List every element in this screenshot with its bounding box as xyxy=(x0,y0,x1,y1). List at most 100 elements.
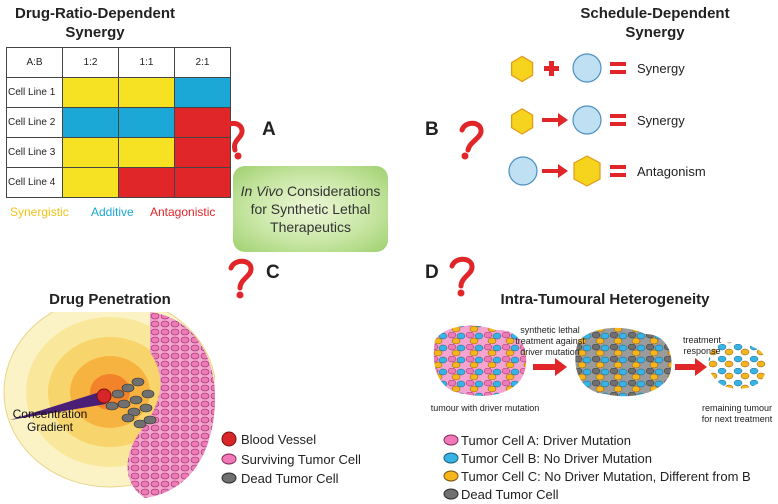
arrow1-label: synthetic lethal treatment against drive… xyxy=(505,325,595,358)
tumour-with-driver xyxy=(433,325,527,396)
center-considerations-box: In Vivo Considerations for Synthetic Let… xyxy=(233,166,388,252)
ratio-cell xyxy=(62,137,119,168)
table-corner: A:B xyxy=(6,47,63,78)
caption2-line2: for next treatment xyxy=(701,414,773,424)
arrow2-line1: treatment xyxy=(682,335,722,345)
ratio-cell xyxy=(174,167,231,198)
panel-c-title: Drug Penetration xyxy=(49,291,171,308)
schedule-diagram xyxy=(508,53,626,187)
hexagon-icon xyxy=(510,55,534,83)
arrow2-line2: response xyxy=(683,346,721,356)
panel-a-title: Drug-Ratio-Dependent Synergy xyxy=(5,4,185,42)
ratio-cell xyxy=(62,167,119,198)
arrow-icon xyxy=(542,113,568,127)
center-line2: for Synthetic Lethal xyxy=(250,201,371,217)
panel-a-title-line1: Drug-Ratio-Dependent xyxy=(15,5,175,22)
plus-icon-vertical xyxy=(549,61,554,76)
hexagon-icon xyxy=(573,155,601,187)
question-dot-a xyxy=(234,152,242,160)
heterogeneity-diagram xyxy=(433,325,767,397)
legend-surviving-cell: Surviving Tumor Cell xyxy=(241,452,361,467)
hexagon-icon xyxy=(510,108,534,135)
equals-icon xyxy=(610,114,626,118)
question-icon-a xyxy=(220,121,245,153)
gradient-line1: Concentration xyxy=(12,407,88,421)
gradient-line2: Gradient xyxy=(26,420,74,434)
question-icon-b xyxy=(459,120,484,153)
center-line1-rest: Considerations xyxy=(283,183,381,199)
panel-d-letter: D xyxy=(425,262,439,283)
table-row: Cell Line 2 xyxy=(6,107,231,138)
concentration-gradient-wedge xyxy=(10,392,106,420)
panel-c-letter: C xyxy=(266,262,280,283)
caption2-line1: remaining tumour xyxy=(701,403,773,413)
legend-additive: Additive xyxy=(91,205,134,219)
legend-synergistic: Synergistic xyxy=(10,205,69,219)
ratio-cell xyxy=(62,77,119,108)
panel-b-title-line1: Schedule-Dependent xyxy=(580,5,730,22)
schedule-result-3: Antagonism xyxy=(637,164,706,179)
circle-icon xyxy=(572,53,602,83)
panel-a-letter: A xyxy=(262,119,276,140)
surviving-cell-legend-icon xyxy=(221,453,237,465)
row-label: Cell Line 2 xyxy=(6,107,63,138)
question-icon-c xyxy=(228,258,254,291)
equals-icon xyxy=(610,62,626,66)
dead-tumor-cell-legend-icon xyxy=(443,488,459,500)
drug-penetration-diagram xyxy=(3,312,215,498)
ratio-cell xyxy=(118,77,175,108)
blood-vessel-legend-icon xyxy=(221,431,237,447)
legend-tumor-cell-a: Tumor Cell A: Driver Mutation xyxy=(461,433,632,448)
dead-cell-cluster xyxy=(105,377,157,429)
question-dot-c xyxy=(236,291,244,299)
table-row: Cell Line 4 xyxy=(6,167,231,198)
treated-tumour xyxy=(575,327,672,397)
panel-b-title-line2: Synergy xyxy=(625,24,685,41)
panel-d-title: Intra-Tumoural Heterogeneity xyxy=(500,291,710,308)
row-label: Cell Line 4 xyxy=(6,167,63,198)
remaining-tumour xyxy=(708,342,767,389)
panel-a-title-line2: Synergy xyxy=(65,24,125,41)
legend-blood-vessel: Blood Vessel xyxy=(241,432,317,447)
question-dot-d xyxy=(457,289,465,297)
ratio-cell xyxy=(118,137,175,168)
equals-icon xyxy=(610,165,626,169)
row-label: Cell Line 3 xyxy=(6,137,63,168)
arrow1-line2: treatment against xyxy=(515,336,585,346)
ratio-table: A:B 1:2 1:1 2:1 Cell Line 1 Cell Line 2 … xyxy=(6,47,231,198)
ratio-cell xyxy=(118,107,175,138)
schedule-result-2: Synergy xyxy=(637,113,685,128)
equals-icon-lower xyxy=(610,173,626,177)
arrow1-line1: synthetic lethal xyxy=(520,325,580,335)
question-icon-d xyxy=(449,256,475,289)
panel-b-title: Schedule-Dependent Synergy xyxy=(565,4,745,42)
tumor-cell-a-legend-icon xyxy=(443,434,459,446)
panel-b-letter: B xyxy=(425,119,439,140)
surviving-tumor-region xyxy=(127,312,215,498)
arrow1-line3: driver mutation xyxy=(520,347,580,357)
dead-cell-legend-icon xyxy=(221,472,237,484)
equals-icon-lower xyxy=(610,122,626,126)
ratio-cell xyxy=(62,107,119,138)
arrow-icon xyxy=(542,164,568,178)
question-dot-b xyxy=(461,152,469,160)
center-line3: Therapeutics xyxy=(270,219,351,235)
legend-antagonistic: Antagonistic xyxy=(150,205,216,219)
schedule-result-1: Synergy xyxy=(637,61,685,76)
column-header: 1:1 xyxy=(118,47,175,78)
legend-dead-cell: Dead Tumor Cell xyxy=(241,471,339,486)
caption-remaining-tumour: remaining tumour for next treatment xyxy=(692,403,778,425)
column-header: 1:2 xyxy=(62,47,119,78)
caption-tumour-with-driver: tumour with driver mutation xyxy=(430,403,540,413)
circle-icon xyxy=(508,156,538,186)
legend-tumor-cell-c: Tumor Cell C: No Driver Mutation, Differ… xyxy=(461,469,751,484)
blood-vessel-icon xyxy=(96,388,112,404)
treatment-arrow-2 xyxy=(675,358,707,376)
circle-icon xyxy=(572,105,602,135)
tumor-cell-c-legend-icon xyxy=(443,470,459,482)
panel-d-legend-icons xyxy=(443,434,459,500)
concentration-gradient-label: Concentration Gradient xyxy=(10,408,90,434)
ratio-cell xyxy=(118,167,175,198)
legend-tumor-cell-b: Tumor Cell B: No Driver Mutation xyxy=(461,451,652,466)
